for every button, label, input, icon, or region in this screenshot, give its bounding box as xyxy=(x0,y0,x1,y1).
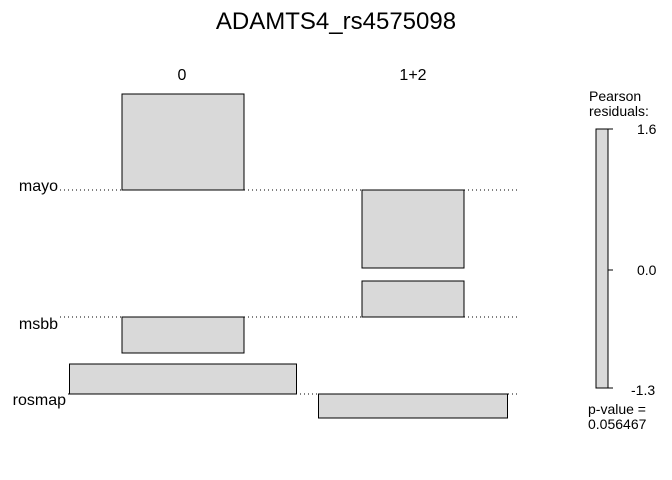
column-label-1: 1+2 xyxy=(399,67,426,84)
row-label-mayo: mayo xyxy=(19,178,58,195)
cell-rosmap-0 xyxy=(69,363,297,395)
legend-title-line2: residuals: xyxy=(589,103,649,119)
pvalue-line1: p-value = xyxy=(588,401,646,417)
cell-rosmap-1 xyxy=(318,393,508,419)
chart-title: ADAMTS4_rs4575098 xyxy=(216,8,456,35)
legend-max-label: 1.6 xyxy=(637,121,657,137)
cell-msbb-0 xyxy=(121,316,245,354)
row-label-rosmap: rosmap xyxy=(13,392,66,409)
residual-cells xyxy=(69,93,508,419)
legend-bar xyxy=(595,128,609,389)
row-label-msbb: msbb xyxy=(19,316,58,333)
column-label-0: 0 xyxy=(178,67,187,84)
pvalue-line2: 0.056467 xyxy=(588,416,647,432)
legend-min-label: -1.3 xyxy=(631,382,655,398)
cell-mayo-1 xyxy=(361,189,465,269)
legend-title-line1: Pearson xyxy=(589,88,641,104)
legend-mid-label: 0.0 xyxy=(637,262,657,278)
cell-mayo-0 xyxy=(121,93,245,191)
cell-msbb-1 xyxy=(361,280,465,318)
